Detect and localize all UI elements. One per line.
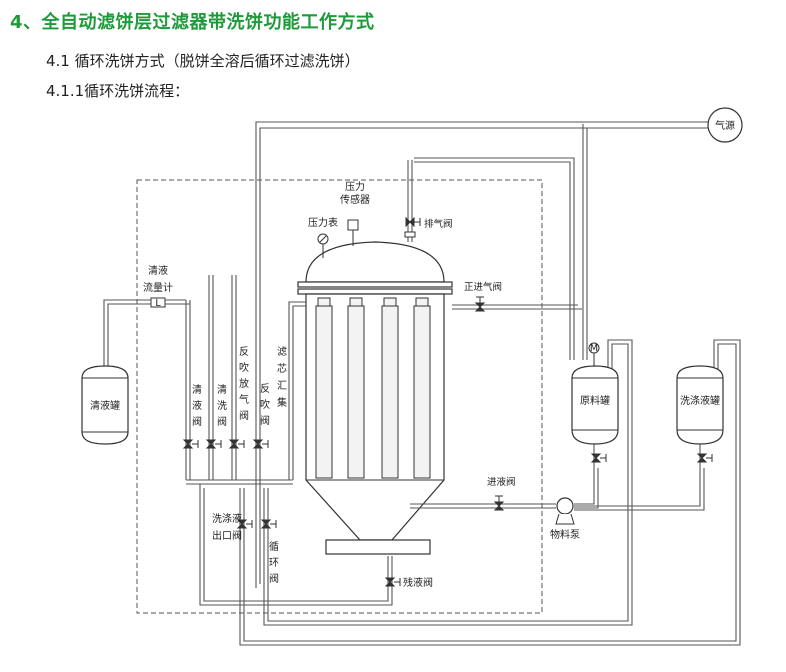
subsection-title: 4.1.1循环洗饼流程： bbox=[46, 82, 190, 100]
svg-text:清: 清 bbox=[217, 383, 227, 396]
gas-source-circle bbox=[707, 107, 743, 143]
gas-pipes bbox=[255, 121, 708, 588]
svg-text:清液罐: 清液罐 bbox=[90, 399, 120, 412]
feed-line: 进液阀 bbox=[410, 468, 705, 511]
equipment-boundary bbox=[136, 179, 543, 614]
svg-text:出口阀: 出口阀 bbox=[212, 529, 242, 542]
svg-text:芯: 芯 bbox=[277, 362, 287, 375]
flow-meter: 清液 流量计 L bbox=[103, 264, 190, 366]
svg-text:进液阀: 进液阀 bbox=[487, 476, 516, 488]
svg-text:液: 液 bbox=[192, 399, 202, 412]
svg-text:放: 放 bbox=[239, 377, 249, 390]
svg-text:吹: 吹 bbox=[239, 361, 249, 374]
svg-text:汇: 汇 bbox=[277, 379, 287, 392]
svg-text:原料罐: 原料罐 bbox=[580, 394, 610, 407]
svg-text:环: 环 bbox=[269, 558, 279, 569]
filter-cartridges bbox=[315, 297, 431, 479]
vent-valve: 排气阀 bbox=[404, 160, 453, 242]
section-title: 4.1 循环洗饼方式（脱饼全溶后循环过滤洗饼） bbox=[46, 52, 360, 70]
svg-text:残液阀: 残液阀 bbox=[403, 576, 433, 589]
residue-valve: 残液阀 bbox=[384, 576, 433, 589]
heading: 4、全自动滤饼层过滤器带洗饼功能工作方式 bbox=[10, 12, 375, 33]
circulation-valve: 循 环 阀 bbox=[260, 519, 279, 585]
svg-text:压力表: 压力表 bbox=[308, 216, 338, 229]
filter-vessel bbox=[297, 241, 453, 555]
pressure-gauge: 压力表 bbox=[308, 216, 338, 258]
svg-text:循: 循 bbox=[269, 540, 279, 553]
svg-text:阀: 阀 bbox=[260, 414, 270, 427]
cartridge-collect-pipe: 滤 芯 汇 集 bbox=[277, 301, 306, 480]
material-pump: 物料泵 bbox=[550, 497, 580, 541]
svg-text:气: 气 bbox=[239, 393, 249, 406]
svg-text:流量计: 流量计 bbox=[143, 281, 173, 294]
svg-text:阀: 阀 bbox=[239, 409, 249, 422]
svg-text:L: L bbox=[155, 298, 161, 309]
svg-text:M: M bbox=[590, 343, 598, 354]
svg-text:洗: 洗 bbox=[217, 400, 227, 412]
svg-text:正进气阀: 正进气阀 bbox=[464, 281, 502, 293]
svg-text:反: 反 bbox=[260, 383, 270, 395]
wash-tank: 洗涤液罐 bbox=[676, 365, 724, 468]
raw-tank: M 原料罐 bbox=[571, 342, 619, 468]
gas-source-label: 气源 bbox=[715, 119, 735, 132]
svg-text:物料泵: 物料泵 bbox=[550, 528, 580, 541]
svg-text:洗涤液罐: 洗涤液罐 bbox=[680, 394, 720, 407]
valve-manifold: 清 液 阀 清 洗 阀 反 吹 放 气 阀 反 吹 阀 bbox=[182, 275, 293, 485]
bottom-pipes bbox=[199, 339, 741, 646]
svg-text:阀: 阀 bbox=[269, 572, 279, 585]
wash-outlet-valve: 洗涤液 出口阀 bbox=[212, 512, 253, 542]
svg-text:阀: 阀 bbox=[217, 415, 227, 428]
svg-text:清液: 清液 bbox=[148, 264, 168, 277]
svg-text:传感器: 传感器 bbox=[340, 193, 370, 206]
svg-text:反: 反 bbox=[239, 346, 249, 358]
svg-text:阀: 阀 bbox=[192, 415, 202, 428]
svg-text:滤: 滤 bbox=[277, 345, 287, 358]
svg-text:吹: 吹 bbox=[260, 398, 270, 411]
svg-text:清: 清 bbox=[192, 383, 202, 396]
positive-air-valve: 正进气阀 bbox=[452, 281, 582, 312]
svg-text:压力: 压力 bbox=[345, 180, 365, 193]
svg-text:集: 集 bbox=[277, 396, 287, 409]
clear-tank: 清液罐 bbox=[81, 365, 129, 445]
svg-text:洗涤液: 洗涤液 bbox=[212, 512, 242, 525]
svg-text:排气阀: 排气阀 bbox=[424, 218, 453, 230]
pressure-sensor: 压力 传感器 bbox=[340, 180, 370, 246]
